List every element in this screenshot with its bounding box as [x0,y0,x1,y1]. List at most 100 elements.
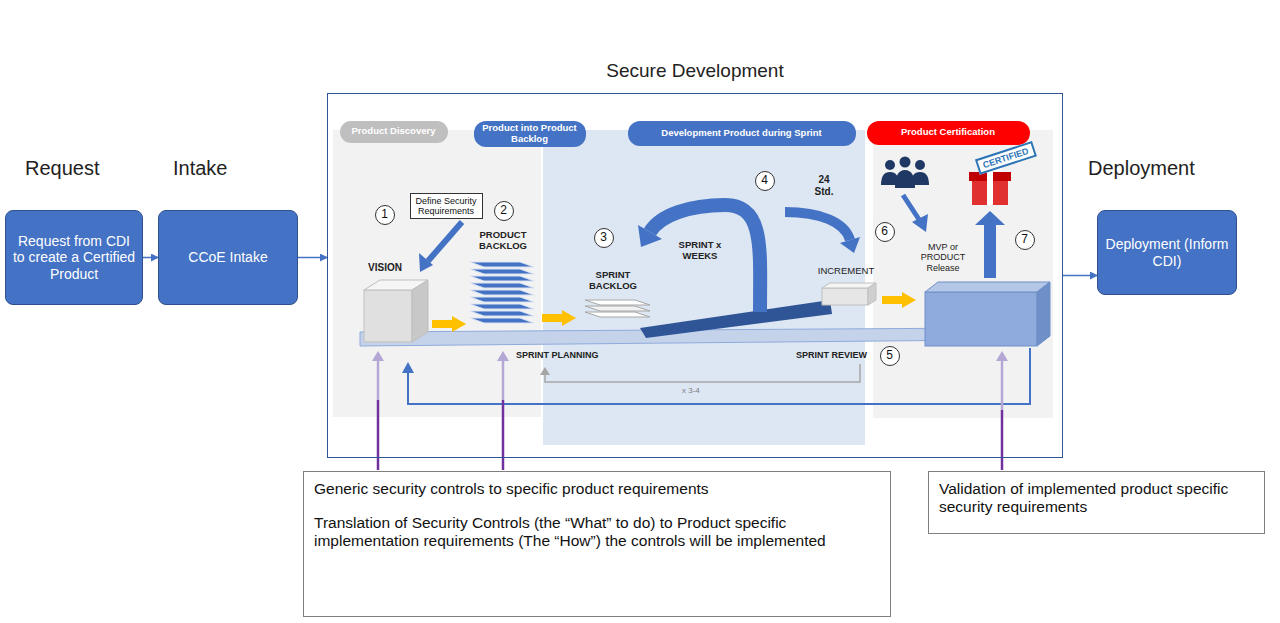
leader-line [1001,360,1004,410]
release-box [1037,282,1050,346]
callout-number: 2 [494,201,514,221]
node-text: CCoE Intake [165,249,291,265]
phase-pill: Development Product during Sprint [628,121,856,146]
node-text: 7 [1016,233,1034,247]
flow-arrow [298,257,327,259]
sprint-loop-arrow [650,205,760,312]
node-text: Product Discovery [346,126,442,137]
node-text: Product into Product Backlog [480,123,580,145]
vision-cube [364,290,412,342]
leader-line [1001,410,1004,470]
increment-box [822,283,876,288]
daily-loop-arrowhead [840,237,860,253]
people-icon [915,160,925,170]
backlog-plate [470,297,534,302]
annotation-box: Validation of implemented product specif… [928,471,1265,534]
node-text: Validation of implemented product specif… [939,480,1254,516]
step-label: SPRINT x WEEKS [672,240,728,262]
region-frame: Secure DevelopmentProduct DiscoveryProdu… [327,93,1063,458]
node-text: Secure Development [328,60,1062,82]
sprint-backlog-sheet [585,312,650,317]
process-box: Request from CDI to create a Certified P… [5,210,143,305]
backlog-plate [470,283,534,288]
sprint-backlog-sheet [585,300,650,305]
node-text: Generic security controls to specific pr… [314,480,880,498]
process-box: CCoE Intake [158,210,298,305]
callout-number: 4 [755,171,775,191]
review-arrow [903,195,920,221]
backlog-plate [470,262,534,267]
step-label: MVP or PRODUCT Release [912,242,974,273]
leader-line [502,360,505,400]
stage-label: Intake [173,157,227,180]
leader-arrowhead [372,351,384,361]
backlog-plate [470,276,534,281]
node-text: 1 [376,208,394,222]
flow-arrow [143,257,158,259]
phase-pill: Product Discovery [340,121,448,143]
step-label: SPRINT REVIEW [796,350,867,360]
backlog-plate [470,290,534,295]
step-label: 24 Std. [810,174,838,197]
step-label: VISION [360,262,410,274]
step-label: x 3-4 [682,386,700,395]
backlog-plate [470,269,534,274]
gift-icon [987,172,993,205]
feedback-arrowhead [402,362,414,373]
requirement-arrow [428,222,462,261]
step-label: SPRINT PLANNING [516,350,599,360]
people-icon [911,172,929,185]
callout-number: 7 [1015,230,1035,250]
backlog-plate [470,318,534,323]
leader-arrowhead [996,351,1008,361]
leader-line [377,400,380,470]
phase-pill: Product Certification [867,121,1030,145]
certify-arrow [984,224,996,278]
node-text: 2 [495,204,513,218]
increment-box [868,283,876,305]
note-box: Define Security Requirements [410,193,483,220]
phase-panel [873,130,1053,418]
phase-pill: Product into Product Backlog [474,121,586,147]
step-label: PRODUCT BACKLOG [474,230,532,252]
backlog-plate [470,311,534,316]
iteration-loop-arrowhead [540,367,550,375]
flow-arrow [882,292,916,308]
node-text: 3 [595,231,613,245]
flow-arrow [542,310,576,326]
step-label: SPRINT BACKLOG [584,270,642,292]
people-icon [885,160,895,170]
certify-arrowhead [975,211,1005,225]
sprint-track [640,300,832,338]
phase-panel [543,130,865,445]
phase-panel [333,130,541,417]
release-box [925,292,1037,346]
vision-cube [412,280,428,342]
stamp-text: CERTIFIED [975,141,1037,175]
annotation-box: Generic security controls to specific pr… [303,471,891,617]
review-arrowhead [912,214,928,232]
sprint-backlog-sheet [585,306,650,311]
callout-number: 5 [880,346,900,366]
flow-arrow [432,316,466,332]
node-text: Request from CDI to create a Certified P… [12,233,136,281]
process-box: Deployment (Inform CDI) [1097,210,1237,295]
sprint-loop-arrowhead [638,225,662,247]
node-text: Deployment (Inform CDI) [1104,236,1230,268]
stage-label: Request [25,157,100,180]
flow-arrow [1063,275,1097,277]
callout-number: 6 [875,222,895,242]
callout-number: 3 [594,228,614,248]
node-text: Development Product during Sprint [634,128,850,139]
iteration-loop-line [545,364,860,382]
node-text: Product Certification [873,127,1024,138]
backlog-plate [470,304,534,309]
node-body-text: Translation of Security Controls (the “W… [314,514,880,550]
stage-label: Deployment [1088,157,1195,180]
release-box [925,282,1050,292]
callout-number: 1 [375,205,395,225]
step-label: INCREMENT [812,266,880,277]
node-text: 4 [756,174,774,188]
node-text: 5 [881,349,899,363]
